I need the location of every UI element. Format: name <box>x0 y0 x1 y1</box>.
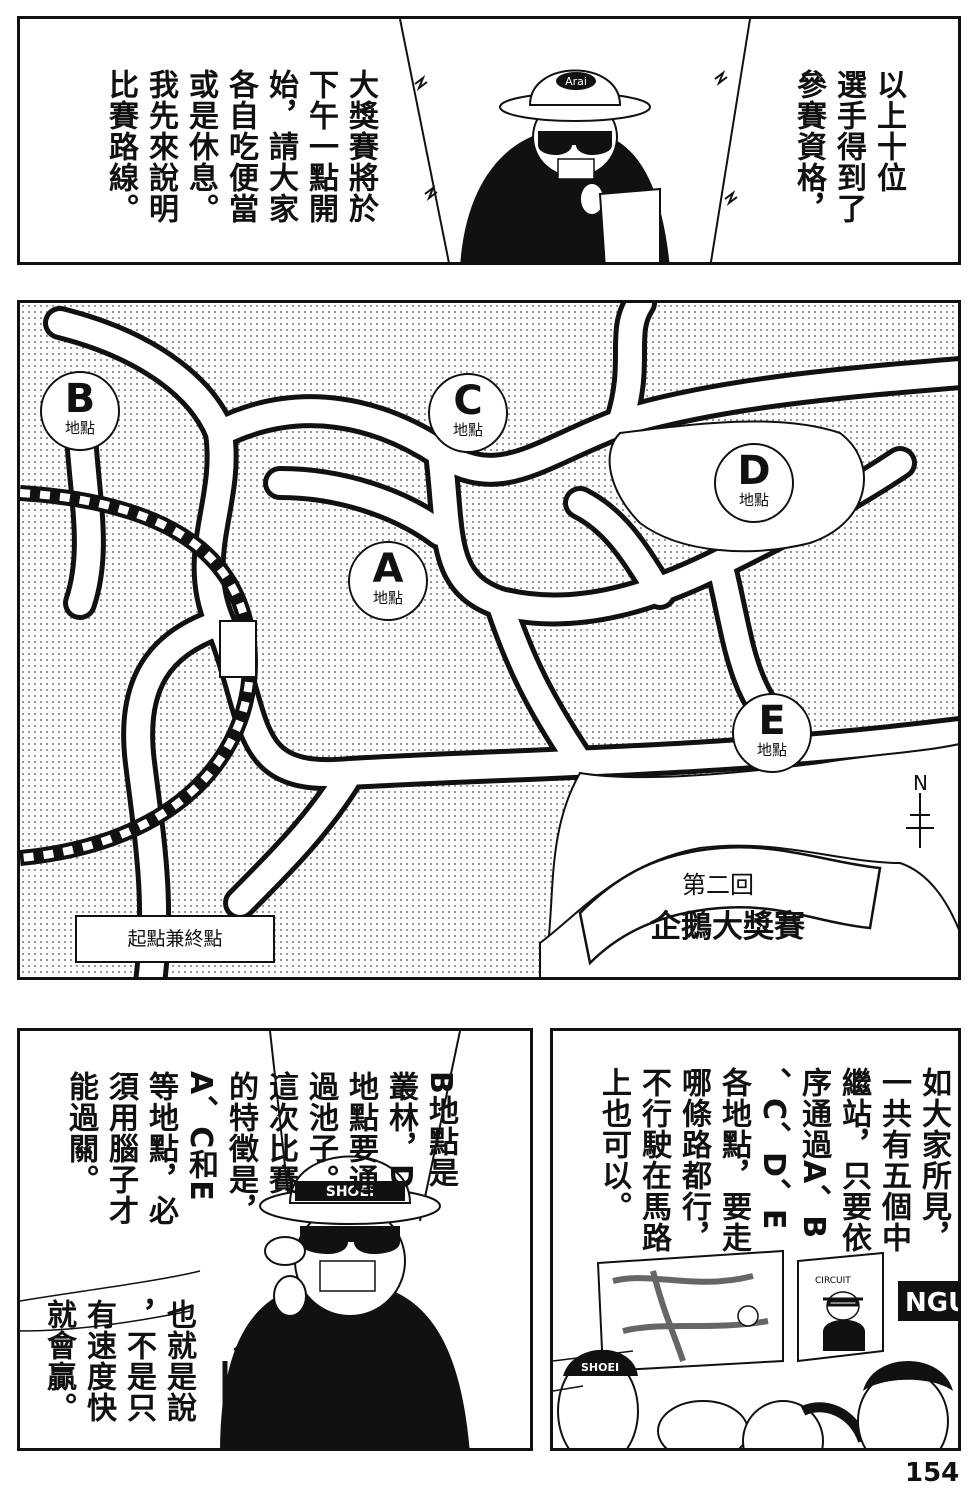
page-number: 154 <box>905 1458 960 1488</box>
panel-briefing-crowd: CIRCUIT NGU SHOEI 如大家所見， 一共有五個中 繼站，只要依 序… <box>550 1028 961 1451</box>
checkpoint-c-marker: C 地點 <box>428 373 508 453</box>
checkpoint-d-marker: D 地點 <box>714 443 794 523</box>
panel-announcer-top: Arai 大獎賽將於 下午一點開 始，請大家 各自吃便當 或是休息。 我先來說明… <box>17 16 961 265</box>
checkpoint-a-marker: A 地點 <box>348 541 428 621</box>
panel-course-map: B 地點 C 地點 A 地點 D 地點 E 地點 起點兼終點 第二回 企鵝大獎賽… <box>17 300 961 980</box>
hat-logo-shoei: SHOEI <box>326 1184 374 1200</box>
speech-bubble-bottom: 也就是說 ，不是只 有速度快 就會贏。 <box>41 1299 196 1423</box>
north-indicator: N <box>913 771 928 795</box>
announcer-drawing: Arai <box>399 19 751 262</box>
helmet-logo: SHOEI <box>581 1361 619 1374</box>
circuit-sign: CIRCUIT <box>815 1276 851 1286</box>
hat-logo: Arai <box>565 75 587 88</box>
banner-race-title: 企鵝大獎賽 <box>650 909 805 945</box>
speech-bubble-top: B地點是 叢林，D 地點要通 過池子。 這次比賽 的特徵是， A、C和E 等地點… <box>63 1071 458 1226</box>
banner-text: NGU <box>905 1288 961 1318</box>
start-finish-label: 起點兼終點 <box>75 915 275 963</box>
speech-bubble: 如大家所見， 一共有五個中 繼站，只要依 序通過A、B 、C、D、E 各地點，要… <box>596 1067 951 1253</box>
map-drawing <box>20 303 958 977</box>
panel-announcer-pointing: SHOEI B地點是 叢林，D 地點要通 過池子。 這次比賽 的特徵是， A、C… <box>17 1028 533 1451</box>
speech-bubble-right: 以上十位 選手得到了 參賽資格， <box>791 69 906 224</box>
announcer-mic-drawing: SHOEI <box>20 1031 470 1448</box>
banner-episode: 第二回 <box>682 871 754 899</box>
checkpoint-e-marker: E 地點 <box>732 693 812 773</box>
speech-bubble-left: 大獎賽將於 下午一點開 始，請大家 各自吃便當 或是休息。 我先來說明 比賽路線… <box>103 69 378 224</box>
briefing-drawing: CIRCUIT NGU SHOEI <box>553 1249 961 1448</box>
checkpoint-b-marker: B 地點 <box>40 371 120 451</box>
